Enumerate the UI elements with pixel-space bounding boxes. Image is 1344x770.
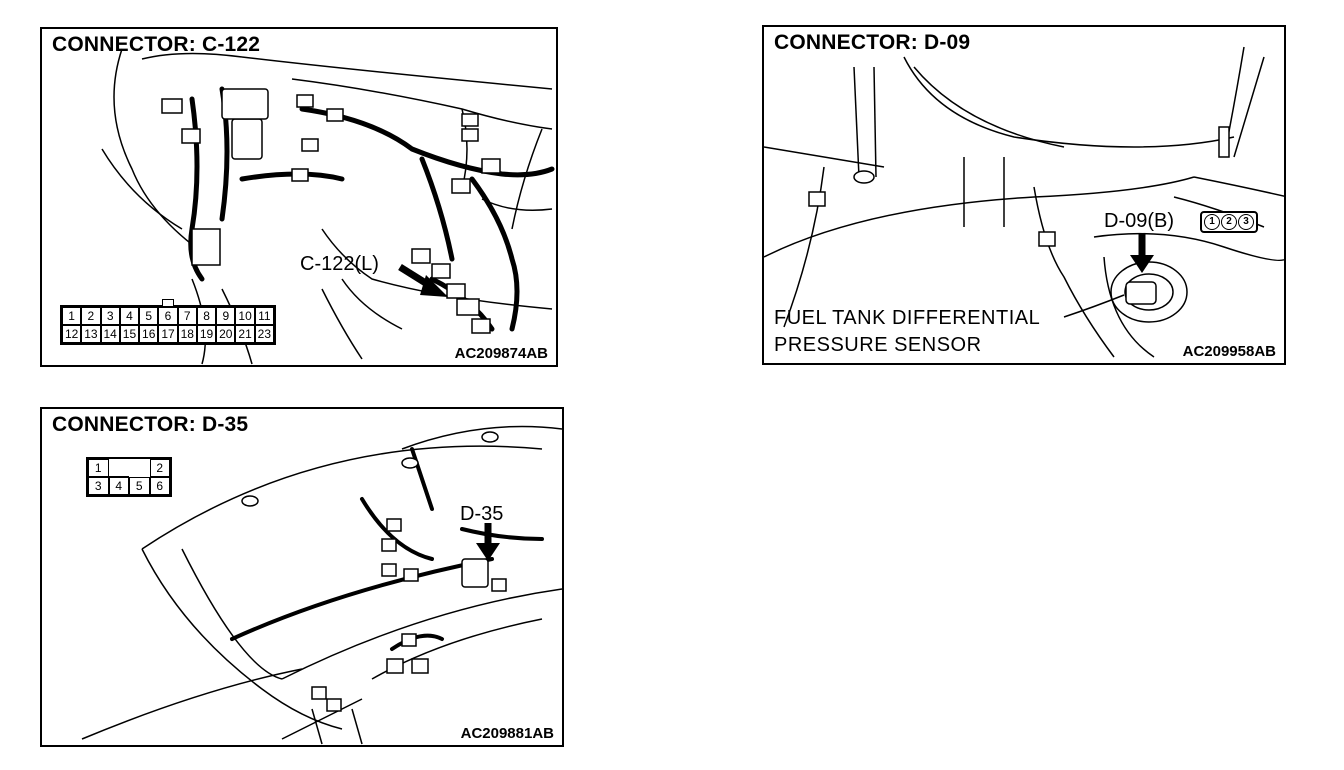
d09-pin: 2	[1221, 214, 1237, 230]
c122-pin: 9	[216, 307, 236, 325]
c122-pin: 16	[139, 325, 159, 343]
d09-fuel-tank-illustration	[764, 46, 1284, 358]
c122-pin: 19	[196, 325, 217, 343]
c122-pin: 13	[81, 325, 101, 343]
d09-title: CONNECTOR: D-09	[774, 31, 971, 54]
c122-pin: 2	[81, 307, 101, 325]
c122-pin: 23	[254, 325, 274, 343]
d35-title: CONNECTOR: D-35	[52, 413, 249, 436]
c122-pin: 7	[177, 307, 197, 325]
c122-pin: 21	[235, 325, 255, 343]
d09-sensor-label-line1: FUEL TANK DIFFERENTIAL	[774, 307, 1041, 329]
c122-pin: 10	[235, 307, 255, 325]
d35-pin: 5	[129, 477, 150, 495]
d35-rear-window-illustration	[81, 425, 562, 745]
c122-pin: 18	[177, 325, 197, 343]
d35-pin: 3	[88, 477, 109, 495]
c122-title: CONNECTOR: C-122	[52, 33, 261, 56]
c122-figure-code: AC209874AB	[454, 345, 548, 362]
c122-pin: 17	[158, 325, 178, 343]
d35-pin: 6	[149, 477, 170, 495]
d09-figure-code: AC209958AB	[1182, 343, 1276, 360]
d35-pin: 2	[149, 459, 170, 477]
c122-callout-label: C-122(L)	[300, 253, 379, 275]
c122-pin: 3	[100, 307, 120, 325]
d09-sensor-label-line2: PRESSURE SENSOR	[774, 334, 982, 356]
d35-figure-code: AC209881AB	[460, 725, 554, 742]
c122-pin: 1	[62, 307, 82, 325]
c122-pin: 12	[62, 325, 82, 343]
c122-pin: 4	[119, 307, 140, 325]
d35-callout-label: D-35	[460, 503, 504, 525]
c122-pin-key	[162, 299, 174, 306]
d09-pin: 3	[1238, 214, 1254, 230]
d35-pin: 4	[108, 477, 129, 495]
c122-pin: 5	[139, 307, 159, 325]
d09-pin: 1	[1204, 214, 1220, 230]
d09-arrow-icon	[1130, 233, 1154, 273]
d35-pin-blank	[108, 459, 129, 477]
d35-pin: 1	[88, 459, 109, 477]
c122-arrow-icon	[398, 264, 448, 297]
d09-sensor-label: FUEL TANK DIFFERENTIAL PRESSURE SENSOR	[774, 305, 1040, 359]
d35-arrow-icon	[476, 523, 500, 561]
d09-callout-label: D-09(B)	[1104, 210, 1175, 232]
c122-pin: 8	[196, 307, 217, 325]
c122-pin: 11	[254, 307, 274, 325]
c122-pin: 20	[216, 325, 236, 343]
c122-pin: 14	[100, 325, 120, 343]
c122-pin: 15	[119, 325, 140, 343]
c122-pin: 6	[158, 307, 178, 325]
d35-pin-blank	[129, 459, 150, 477]
